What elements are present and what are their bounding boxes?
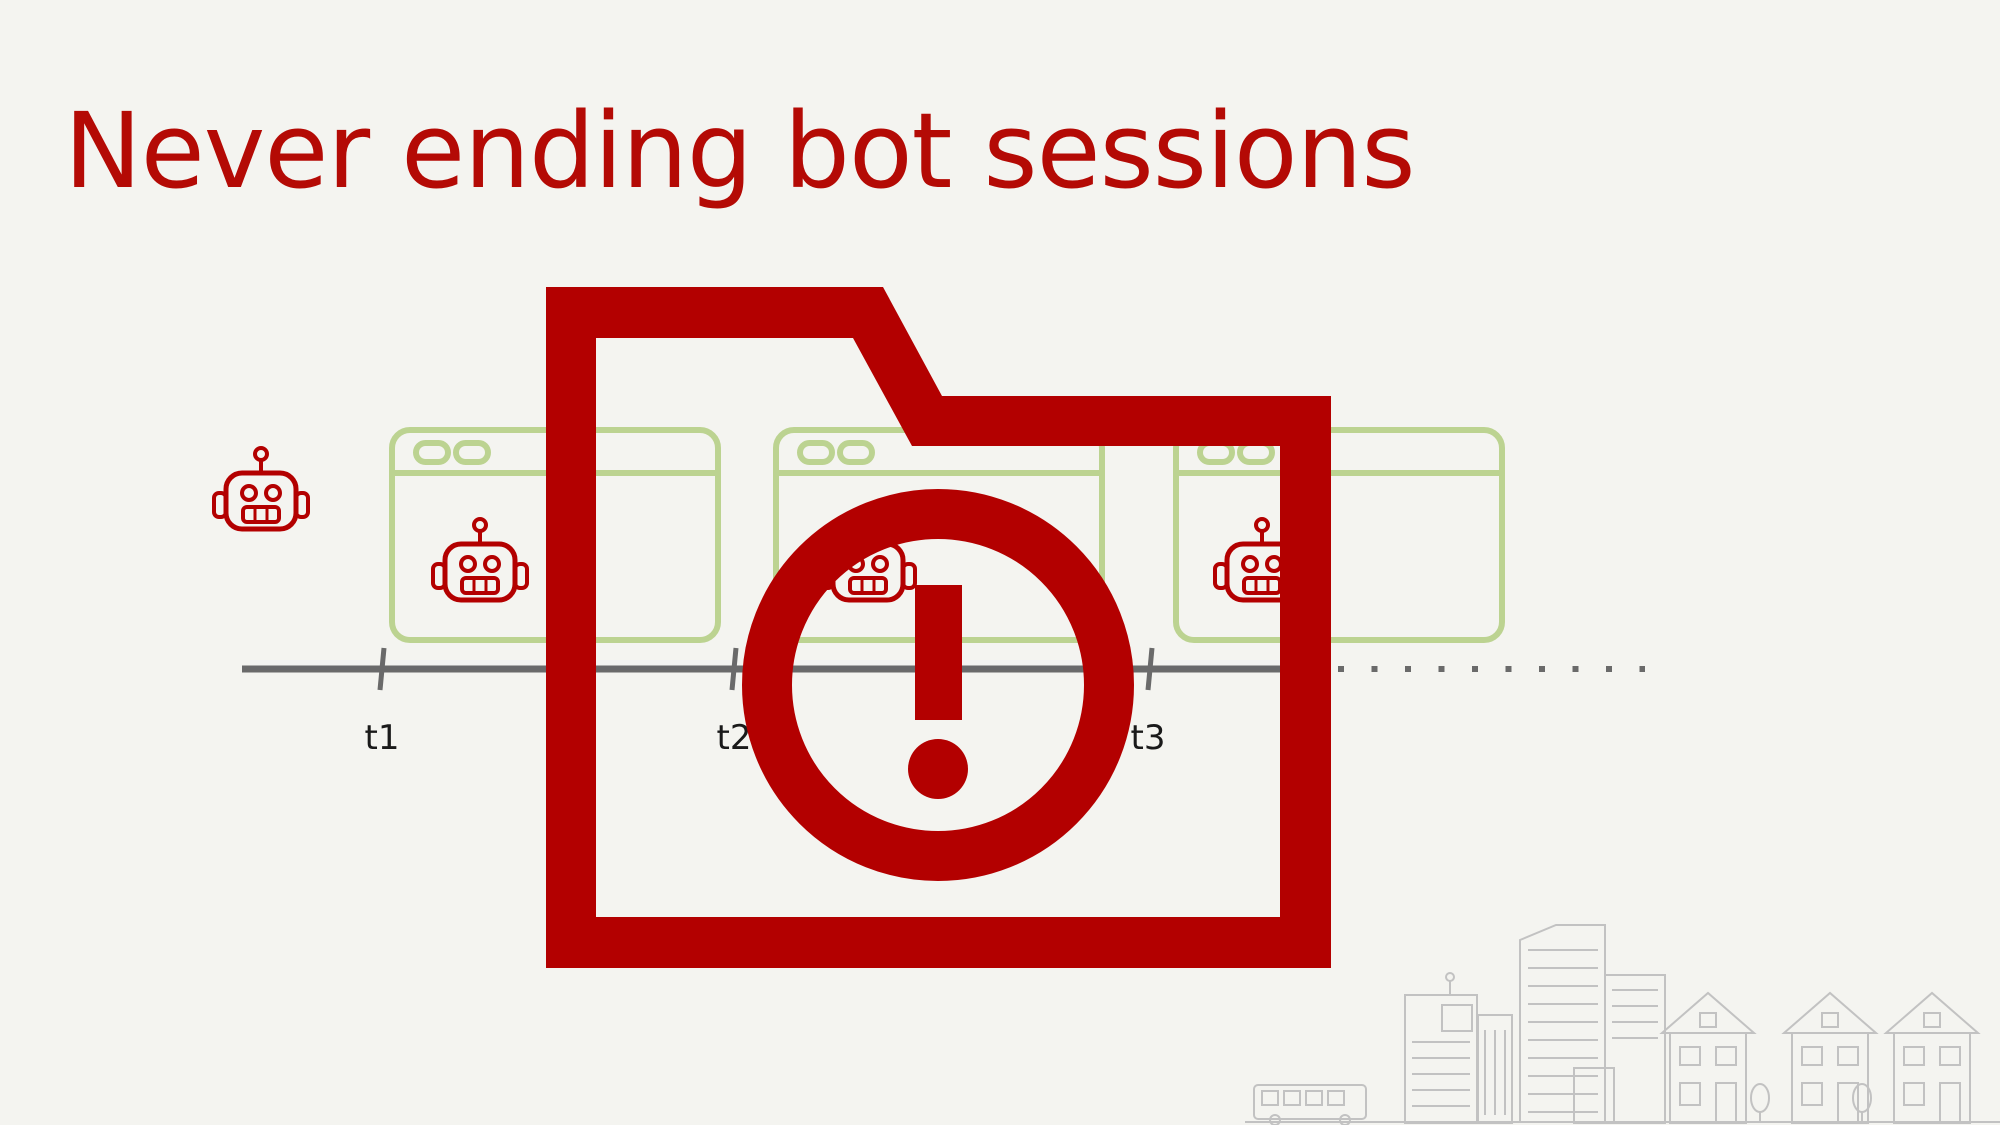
exclamation-dot — [908, 739, 968, 799]
slide-title: Never ending bot sessions — [64, 90, 1416, 212]
folder-alert-icon — [546, 287, 1331, 968]
tick-label-t1: t1 — [365, 718, 400, 758]
browser-window-icon — [1176, 430, 1502, 640]
tick-mark-t2 — [729, 647, 739, 691]
tick-label-t3: t3 — [1131, 718, 1166, 758]
tick-mark-t3 — [1145, 647, 1155, 691]
exclamation-bar — [915, 585, 962, 720]
standalone-bot-icon — [214, 448, 308, 529]
browser-session-3 — [1176, 430, 1502, 640]
tick-mark-t1 — [377, 647, 387, 691]
folder-outline — [546, 287, 1331, 968]
city-skyline-icon — [1245, 924, 2000, 1125]
robot-icon — [433, 519, 527, 600]
tick-label-t2: t2 — [717, 718, 752, 758]
warning-circle — [742, 489, 1134, 881]
